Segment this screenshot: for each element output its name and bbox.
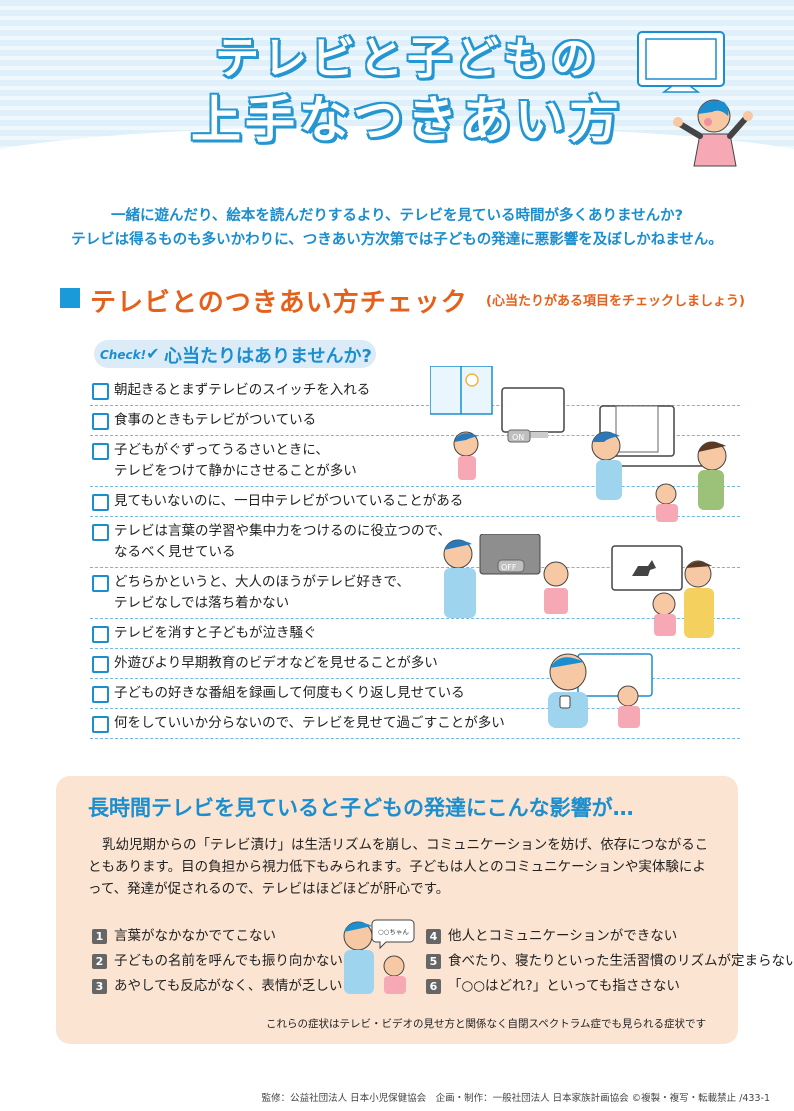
- check-item-label: 見てもいないのに、一日中テレビがついていることがある: [114, 493, 464, 509]
- footer-credits: 監修：公益社団法人 日本小児保健協会 企画・制作：一般社団法人 日本家族計画協会…: [261, 1093, 770, 1104]
- checkbox[interactable]: [92, 413, 109, 430]
- effect-item: 5 食べたり、寝たりといった生活習慣のリズムが定まらない: [426, 949, 794, 974]
- effect-item: 2 子どもの名前を呼んでも振り向かない: [92, 949, 343, 974]
- header-banner: テレビと子どもの 上手なつきあい方: [0, 0, 794, 170]
- check-item-label: 外遊びより早期教育のビデオなどを見せることが多い: [114, 655, 438, 671]
- effects-list-right: 4 他人とコミュニケーションができない 5 食べたり、寝たりといった生活習慣のリズム…: [426, 924, 794, 999]
- checkbox[interactable]: [92, 716, 109, 733]
- check-badge: Check!✔: [94, 344, 159, 363]
- off-remote: OFF: [497, 559, 525, 573]
- check-question: 心当たりはありませんか?: [164, 346, 372, 367]
- header-curve: [0, 126, 794, 170]
- checkbox[interactable]: [92, 656, 109, 673]
- effect-text: 言葉がなかなかでてこない: [114, 928, 276, 944]
- effects-footnote: これらの症状はテレビ・ビデオの見せ方と関係なく自閉スペクトラム症でも見られる症状…: [266, 1018, 706, 1030]
- effect-item: 4 他人とコミュニケーションができない: [426, 924, 794, 949]
- check-item-label: テレビを消すと子どもが泣き騒ぐ: [114, 625, 317, 641]
- calling-child-illustration: ○○ちゃん: [343, 919, 415, 994]
- tv-off-child-illustration: OFF: [443, 534, 714, 638]
- check-item-label: テレビは言葉の学習や集中力をつけるのに役立つので、 なるべく見せている: [114, 523, 451, 560]
- effect-item: 6 「○○はどれ?」といっても指ささない: [426, 974, 794, 999]
- tv-on-family-illustration: ON: [430, 366, 727, 522]
- checkbox[interactable]: [92, 575, 109, 592]
- section-note: (心当たりがある項目をチェックしましょう): [486, 294, 745, 309]
- checkmark-icon: ✔: [146, 344, 160, 363]
- effects-body: 乳幼児期からの「テレビ漬け」は生活リズムを崩し、コミュニケーションを妨げ、依存に…: [88, 837, 709, 897]
- check-item-label: 子どもがぐずってうるさいときに、 テレビをつけて静かにさせることが多い: [114, 442, 357, 479]
- on-label: ON: [512, 433, 524, 442]
- adult-watching-illustration: [548, 653, 653, 728]
- checkbox[interactable]: [92, 686, 109, 703]
- square-bullet-icon: [60, 288, 80, 308]
- effect-text: 食べたり、寝たりといった生活習慣のリズムが定まらない: [448, 953, 794, 969]
- effect-text: 子どもの名前を呼んでも振り向かない: [114, 953, 343, 969]
- number-badge: 6: [426, 979, 441, 994]
- check-item-9: 子どもの好きな番組を録画して何度もくり返し見せている: [90, 679, 740, 709]
- checkbox[interactable]: [92, 626, 109, 643]
- check-item-7: テレビを消すと子どもが泣き騒ぐ: [90, 619, 740, 649]
- effects-title: 長時間テレビを見ていると子どもの発達にこんな影響が…: [88, 796, 634, 820]
- effect-text: 他人とコミュニケーションができない: [448, 928, 678, 944]
- number-badge: 5: [426, 954, 441, 969]
- check-item-6: どちらかというと、大人のほうがテレビ好きで、 テレビなしでは落ち着かない: [90, 568, 740, 619]
- check-item-label: 食事のときもテレビがついている: [114, 412, 317, 428]
- check-item-label: 何をしていいか分らないので、テレビを見せて過ごすことが多い: [114, 715, 505, 731]
- number-badge: 4: [426, 929, 441, 944]
- effect-text: 「○○はどれ?」といっても指ささない: [448, 978, 680, 994]
- intro-line-1: 一緒に遊んだり、絵本を読んだりするより、テレビを見ている時間が多くありませんか?: [110, 208, 684, 224]
- checkbox[interactable]: [92, 524, 109, 541]
- effect-text: あやしても反応がなく、表情が乏しい: [114, 978, 343, 994]
- check-item-2: 食事のときもテレビがついている: [90, 406, 740, 436]
- check-badge-label: Check!: [100, 348, 147, 362]
- page-title-line-2: 上手なつきあい方: [191, 91, 623, 149]
- checkbox[interactable]: [92, 383, 109, 400]
- check-header: Check!✔ 心当たりはありませんか?: [94, 340, 376, 368]
- section-title: テレビとのつきあい方チェック: [90, 288, 468, 318]
- checkbox[interactable]: [92, 494, 109, 511]
- check-item-label: 朝起きるとまずテレビのスイッチを入れる: [114, 382, 371, 398]
- number-badge: 1: [92, 929, 107, 944]
- speech-bubble-text: ○○ちゃん: [378, 928, 409, 936]
- effect-item: 1 言葉がなかなかでてこない: [92, 924, 343, 949]
- effects-list-left: 1 言葉がなかなかでてこない 2 子どもの名前を呼んでも振り向かない 3 あやしても反…: [92, 924, 343, 999]
- intro-line-2: テレビは得るものも多いかわりに、つきあい方次第では子どもの発達に悪影響を及ぼしか…: [71, 232, 723, 248]
- check-item-label: どちらかというと、大人のほうがテレビ好きで、 テレビなしでは落ち着かない: [114, 574, 410, 611]
- tv-child-illustration: [637, 31, 753, 167]
- on-remote: ON: [507, 429, 531, 443]
- off-label: OFF: [501, 563, 517, 572]
- number-badge: 2: [92, 954, 107, 969]
- check-item-label: 子どもの好きな番組を録画して何度もくり返し見せている: [114, 685, 465, 701]
- checkbox[interactable]: [92, 443, 109, 460]
- check-item-4: 見てもいないのに、一日中テレビがついていることがある: [90, 487, 740, 517]
- effects-panel: 長時間テレビを見ていると子どもの発達にこんな影響が… 乳幼児期からの「テレビ漬け…: [56, 776, 794, 1044]
- checklist: 朝起きるとまずテレビのスイッチを入れる 食事のときもテレビがついている 子どもが…: [90, 376, 740, 739]
- number-badge: 3: [92, 979, 107, 994]
- intro-text: 一緒に遊んだり、絵本を読んだりするより、テレビを見ている時間が多くありませんか?…: [30, 204, 764, 252]
- check-item-5: テレビは言葉の学習や集中力をつけるのに役立つので、 なるべく見せている: [90, 517, 740, 568]
- effect-item: 3 あやしても反応がなく、表情が乏しい: [92, 974, 343, 999]
- check-item-10: 何をしていいか分らないので、テレビを見せて過ごすことが多い: [90, 709, 740, 739]
- page-title-line-1: テレビと子どもの: [215, 33, 599, 84]
- check-item-8: 外遊びより早期教育のビデオなどを見せることが多い: [90, 649, 740, 679]
- check-item-1: 朝起きるとまずテレビのスイッチを入れる: [90, 376, 740, 406]
- check-item-3: 子どもがぐずってうるさいときに、 テレビをつけて静かにさせることが多い: [90, 436, 740, 487]
